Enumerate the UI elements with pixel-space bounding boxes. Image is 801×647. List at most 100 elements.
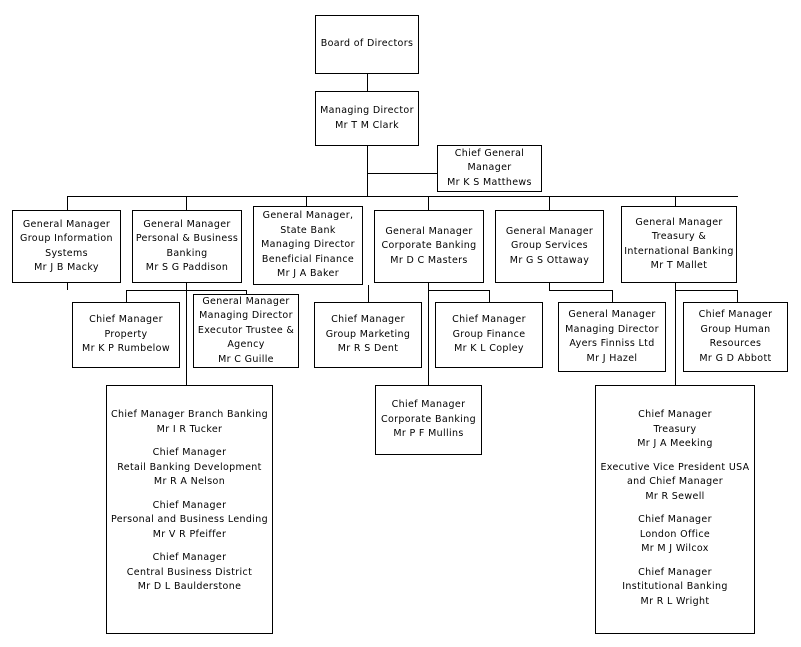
- node-cm-group-marketing[interactable]: Chief Manager Group Marketing Mr R S Den…: [314, 302, 422, 368]
- node-gm-ayers-finniss[interactable]: General Manager Managing Director Ayers …: [558, 302, 666, 372]
- node-line: Chief Manager: [391, 399, 466, 411]
- connector-pbb-sub-bus: [126, 290, 247, 291]
- node-line: Institutional Banking: [622, 581, 728, 592]
- node-line: Mr J Hazel: [586, 352, 638, 364]
- node-cm-group-human-resources[interactable]: Chief Manager Group Human Resources Mr G…: [683, 302, 788, 372]
- connector-pbb-to-property: [126, 290, 127, 302]
- connector-gm-corporate-down: [428, 283, 429, 385]
- node-branch-banking-group[interactable]: Chief Manager Branch Banking Mr I R Tuck…: [106, 385, 273, 634]
- node-board-of-directors[interactable]: Board of Directors: [315, 15, 419, 74]
- connector-board-to-md: [367, 74, 368, 91]
- node-line: Resources: [709, 338, 762, 349]
- node-line: Mr T Mallet: [650, 260, 708, 271]
- node-gm-state-bank[interactable]: General Manager, State Bank Managing Dir…: [253, 206, 363, 285]
- node-line: Mr R Sewell: [645, 490, 705, 502]
- node-line: Mr K S Matthews: [447, 176, 532, 188]
- node-line: Mr G D Abbott: [699, 352, 772, 364]
- node-line: Managing Director: [320, 105, 414, 116]
- node-line: Beneficial Finance: [261, 253, 355, 265]
- node-line: Mr R S Dent: [337, 343, 399, 355]
- node-line: Chief Manager: [638, 409, 712, 420]
- node-cm-corporate-banking[interactable]: Chief Manager Corporate Banking Mr P F M…: [375, 385, 482, 455]
- connector-gm-pbb-down: [186, 283, 187, 385]
- node-line: Mr K P Rumbelow: [82, 343, 170, 355]
- node-line: Mr J A Meeking: [637, 438, 713, 449]
- node-line: Group Finance: [452, 328, 526, 340]
- connector-group-services-to-ayers: [612, 290, 613, 302]
- node-line: Systems: [45, 247, 88, 259]
- node-line: Mr D C Masters: [390, 254, 468, 266]
- node-line: Corporate Banking: [381, 240, 477, 252]
- node-line: General Manager: [505, 225, 594, 237]
- connector-group-services-sub-bus: [549, 290, 612, 291]
- node-line: Mr C Guille: [218, 353, 274, 365]
- node-gm-corporate-banking[interactable]: General Manager Corporate Banking Mr D C…: [374, 210, 484, 283]
- connector-corporate-sub-bus: [428, 290, 489, 291]
- node-line: Mr D L Baulderstone: [137, 581, 242, 592]
- node-line: Chief General: [454, 147, 525, 159]
- node-line: Chief Manager Branch Banking: [110, 409, 269, 420]
- node-line: Mr S G Paddison: [145, 262, 229, 273]
- node-line: London Office: [639, 528, 711, 540]
- node-line: Chief Manager: [152, 552, 227, 563]
- node-line: Personal and Business Lending: [110, 514, 269, 525]
- connector-gm-group-services-down: [549, 283, 550, 290]
- node-line: Group Marketing: [325, 328, 411, 340]
- node-line: Corporate Banking: [380, 413, 476, 425]
- node-line: Managing Director: [261, 239, 355, 251]
- node-line: Mr K L Copley: [454, 343, 524, 355]
- connector-pbb-to-executor: [246, 290, 247, 294]
- connector-treasury-to-human-resources: [737, 290, 738, 302]
- node-cm-property[interactable]: Chief Manager Property Mr K P Rumbelow: [72, 302, 180, 368]
- node-gm-personal-business-banking[interactable]: General Manager Personal & Business Bank…: [132, 210, 242, 283]
- node-line: Managing Director: [565, 323, 659, 335]
- connector-bus-to-gm-pbb: [186, 196, 187, 210]
- connector-bus-to-gm-group-services: [549, 196, 550, 210]
- connector-gm-state-bank-down: [368, 285, 369, 302]
- node-line: Treasury &: [651, 231, 707, 242]
- node-line: General Manager,: [262, 210, 354, 222]
- node-managing-director[interactable]: Managing Director Mr T M Clark: [315, 91, 419, 146]
- node-line: Banking: [166, 247, 208, 259]
- connector-gm-treasury-down: [675, 283, 676, 385]
- node-line: Executor Trustee &: [197, 324, 295, 336]
- node-line: General Manager: [568, 309, 656, 320]
- node-treasury-group[interactable]: Chief Manager Treasury Mr J A Meeking Ex…: [595, 385, 755, 634]
- node-line: Mr T M Clark: [335, 119, 399, 131]
- connector-bus-to-gm-corporate: [428, 196, 429, 210]
- node-line: Ayers Finniss Ltd: [569, 338, 655, 349]
- node-line: Mr J A Baker: [277, 268, 339, 280]
- node-line: Mr V R Pfeiffer: [152, 528, 227, 540]
- node-gm-treasury-international-banking[interactable]: General Manager Treasury & International…: [621, 206, 737, 283]
- node-gm-group-information-systems[interactable]: General Manager Group Information System…: [12, 210, 121, 283]
- node-line: Mr M J Wilcox: [641, 543, 709, 554]
- node-line: Mr P F Mullins: [393, 428, 464, 440]
- node-line: and Chief Manager: [627, 476, 723, 487]
- node-line: Treasury: [653, 423, 697, 435]
- node-line: Group Human: [700, 323, 771, 335]
- node-gm-group-services[interactable]: General Manager Group Services Mr G S Ot…: [495, 210, 604, 283]
- node-line: Retail Banking Development: [117, 461, 262, 473]
- connector-treasury-sub-bus: [675, 290, 737, 291]
- node-chief-general-manager[interactable]: Chief General Manager Mr K S Matthews: [437, 145, 542, 192]
- connector-corporate-to-group-finance: [489, 290, 490, 302]
- connector-md-to-cgm: [367, 173, 438, 174]
- node-gm-executor-trustee-agency[interactable]: General Manager Managing Director Execut…: [193, 294, 299, 368]
- connector-bus-to-gm-treasury: [675, 196, 676, 206]
- node-line: Chief Manager: [331, 314, 405, 326]
- node-line: Chief Manager: [152, 447, 227, 458]
- connector-bus-to-gm-gis: [67, 196, 68, 210]
- node-line: Personal & Business: [135, 233, 239, 244]
- node-line: Chief Manager: [638, 514, 712, 525]
- node-line: Executive Vice President USA: [600, 461, 750, 473]
- connector-md-spine: [367, 146, 368, 197]
- node-cm-group-finance[interactable]: Chief Manager Group Finance Mr K L Cople…: [435, 302, 543, 368]
- node-line: Chief Manager: [152, 499, 227, 511]
- node-line: Central Business District: [126, 566, 253, 578]
- node-line: State Bank: [280, 224, 336, 236]
- node-line: International Banking: [624, 245, 734, 257]
- connector-main-bus: [67, 196, 738, 197]
- node-line: Chief Manager: [452, 314, 526, 326]
- node-line: Mr I R Tucker: [156, 423, 223, 435]
